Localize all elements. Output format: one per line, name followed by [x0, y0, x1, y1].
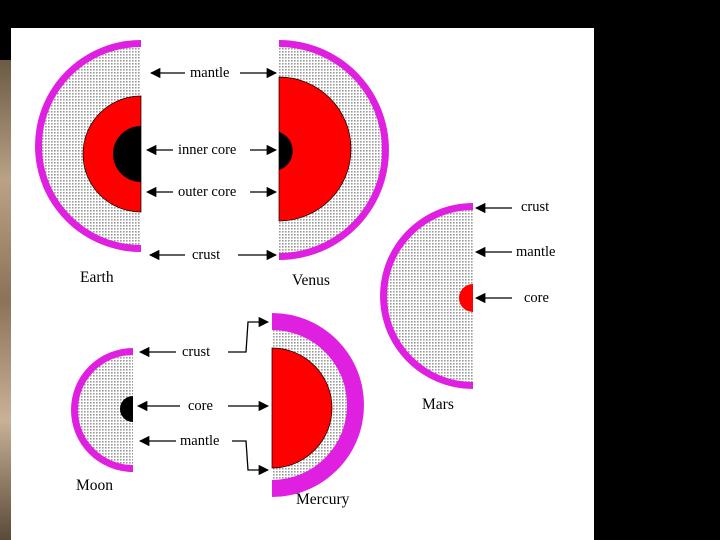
earth-venus-arrows — [147, 73, 276, 255]
venus-cross-section — [279, 40, 389, 260]
planet-name-venus: Venus — [292, 273, 330, 289]
moon-mercury-label-core: core — [188, 399, 213, 414]
moon-cross-section — [71, 348, 133, 472]
moon-mercury-label-crust: crust — [182, 345, 210, 360]
mars-cross-section — [380, 203, 473, 389]
moon-mercury-label-mantle: mantle — [180, 434, 219, 449]
mars-arrows — [476, 208, 512, 298]
label-mantle: mantle — [190, 66, 229, 81]
mars-label-mantle: mantle — [516, 245, 555, 260]
mars-label-core: core — [524, 291, 549, 306]
planet-name-earth: Earth — [80, 270, 114, 286]
label-outer-core: outer core — [178, 185, 236, 200]
planet-name-mars: Mars — [422, 397, 454, 413]
planet-name-mercury: Mercury — [296, 492, 349, 508]
mercury-cross-section — [272, 313, 364, 497]
mars-label-crust: crust — [521, 200, 549, 215]
planet-name-moon: Moon — [76, 478, 113, 494]
label-inner-core: inner core — [178, 143, 236, 158]
label-crust: crust — [192, 248, 220, 263]
earth-cross-section — [35, 40, 141, 252]
